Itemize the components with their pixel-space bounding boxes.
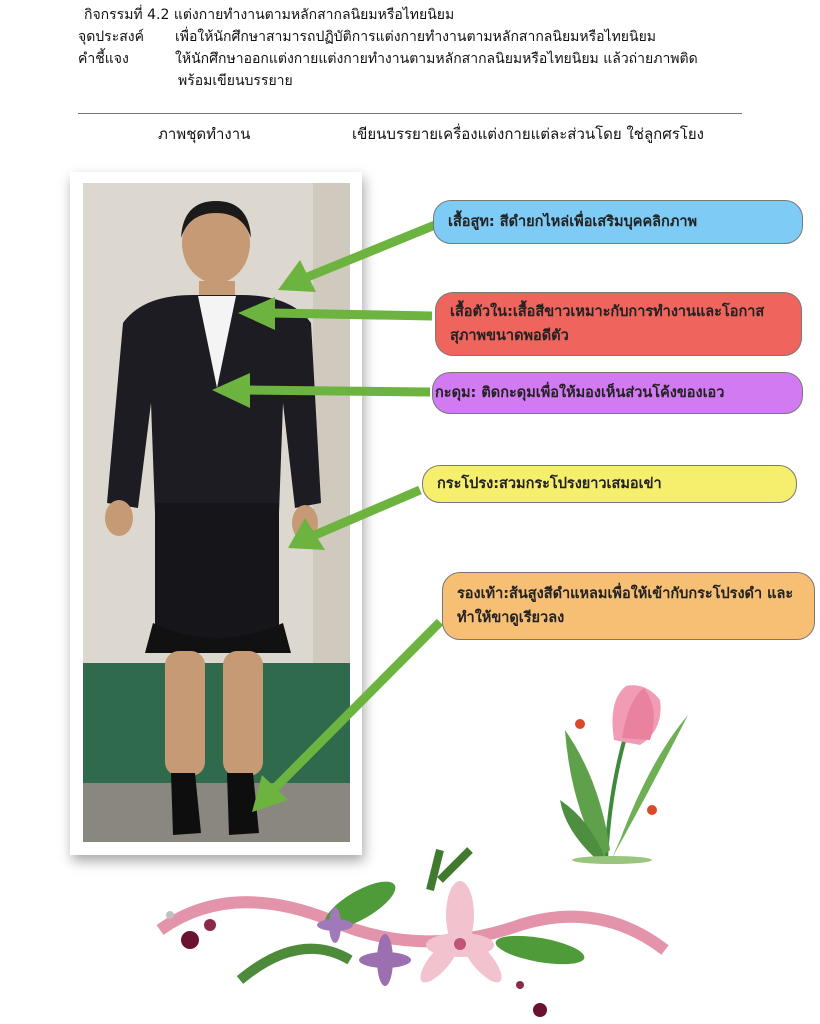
label-suit-jacket: เสื้อสูท: สีดำยกไหล่เพื่อเสริมบุคคลิกภาพ [433, 200, 803, 244]
column-right-heading: เขียนบรรยายเครื่องแต่งกายแต่ละส่วนโดย ใช… [352, 125, 705, 143]
arrow-shoes [271, 618, 444, 792]
arrow-skirt [313, 485, 422, 540]
arrow-button [244, 385, 431, 397]
instruction-text: ให้นักศึกษาออกแต่งกายแต่งกายทำงานตามหลัก… [175, 51, 698, 67]
floral-decoration [156, 847, 669, 1017]
label-buttons: กะดุม: ติดกะดุมเพื่อให้มองเห็นส่วนโค้งขอ… [432, 372, 803, 414]
photo-frame [70, 172, 362, 855]
instruction-text-cont: พร้อมเขียนบรรยาย [178, 73, 293, 89]
tulip-illustration [560, 685, 688, 864]
label-skirt: กระโปรง:สวมกระโปรงยาวเสมอเข่า [422, 465, 797, 503]
label-inner-shirt: เสื้อตัวใน:เสื้อสีขาวเหมาะกับการทำงานและ… [435, 292, 802, 356]
activity-title: กิจกรรมที่ 4.2 แต่งกายทำงานตามหลักสากลนิ… [84, 7, 455, 23]
label-shoes: รองเท้า:ส้นสูงสีดำแหลมเพื่อให้เข้ากับกระ… [442, 572, 815, 640]
divider [78, 113, 742, 114]
arrow-inner-shirt [271, 308, 433, 321]
column-left-heading: ภาพชุดทำงาน [158, 125, 251, 143]
arrow-suit [303, 220, 437, 283]
objective-label: จุดประสงค์ [78, 29, 144, 45]
instruction-label: คำชี้แจง [78, 51, 129, 67]
objective-text: เพื่อให้นักศึกษาสามารถปฏิบัติการแต่งกายท… [175, 29, 657, 45]
